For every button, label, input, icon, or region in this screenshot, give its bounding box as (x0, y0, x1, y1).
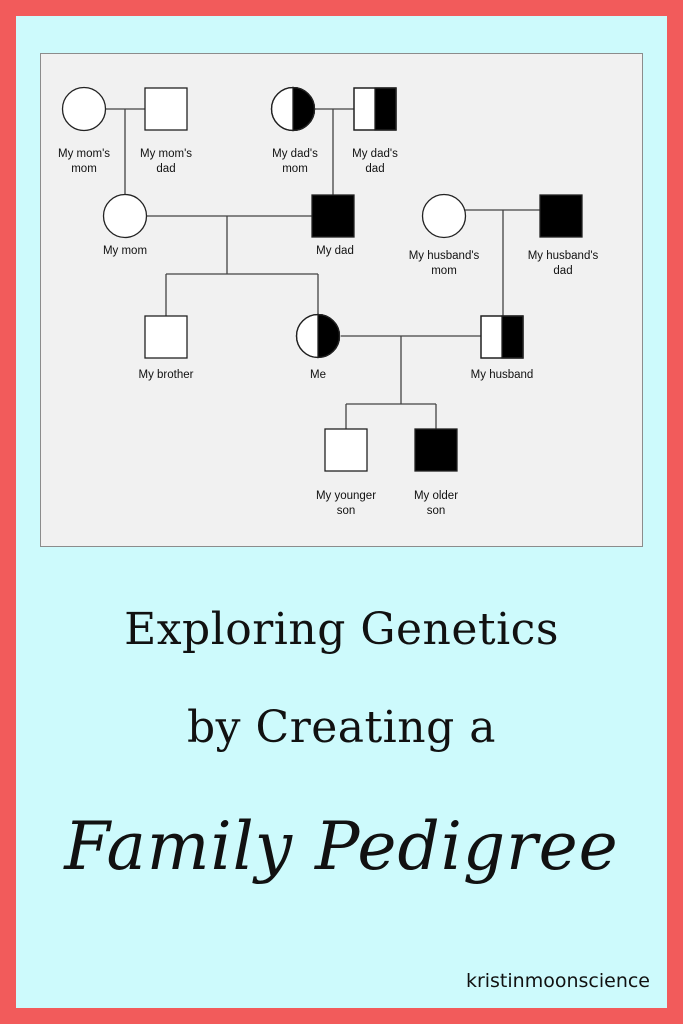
label-moms-dad: My mom's dad (139, 148, 193, 175)
title-line-3: Family Pedigree (64, 808, 619, 885)
label-husbands-mom: My husband's mom (408, 250, 480, 277)
label-younger-son: My younger son (315, 490, 377, 517)
pedigree-symbols (61, 86, 583, 472)
label-mom: My mom (102, 245, 148, 257)
moms-mom-circle (61, 86, 107, 132)
brother-square (144, 315, 188, 359)
title-line-2: by Creating a (187, 702, 496, 753)
dads-mom-circle (270, 86, 316, 132)
content-panel: My mom's mom My mom's dad My dad's mom M… (16, 16, 667, 1008)
label-brother: My brother (138, 369, 194, 381)
husbands-mom-circle (421, 193, 467, 239)
label-dad: My dad (316, 245, 354, 257)
dads-dad-square (353, 87, 397, 131)
older-son-square (414, 428, 458, 472)
moms-dad-square (144, 87, 188, 131)
label-dads-dad: My dad's dad (352, 148, 398, 175)
pedigree-chart: My mom's mom My mom's dad My dad's mom M… (40, 53, 643, 547)
me-circle (295, 313, 341, 359)
label-dads-mom: My dad's mom (272, 148, 318, 175)
connector-lines (105, 108, 541, 429)
title-line-1: Exploring Genetics (124, 604, 559, 655)
mom-circle (102, 193, 148, 239)
pedigree-diagram (61, 86, 583, 472)
label-husbands-dad: My husband's dad (527, 250, 599, 277)
site-credit: kristinmoonscience (465, 970, 650, 992)
label-husband: My husband (470, 369, 534, 381)
dad-square (311, 194, 355, 238)
label-older-son: My older son (413, 490, 459, 517)
husband-square (480, 315, 524, 359)
label-me: Me (310, 369, 326, 381)
husbands-dad-square (539, 194, 583, 238)
label-moms-mom: My mom's mom (57, 148, 111, 175)
younger-son-square (324, 428, 368, 472)
